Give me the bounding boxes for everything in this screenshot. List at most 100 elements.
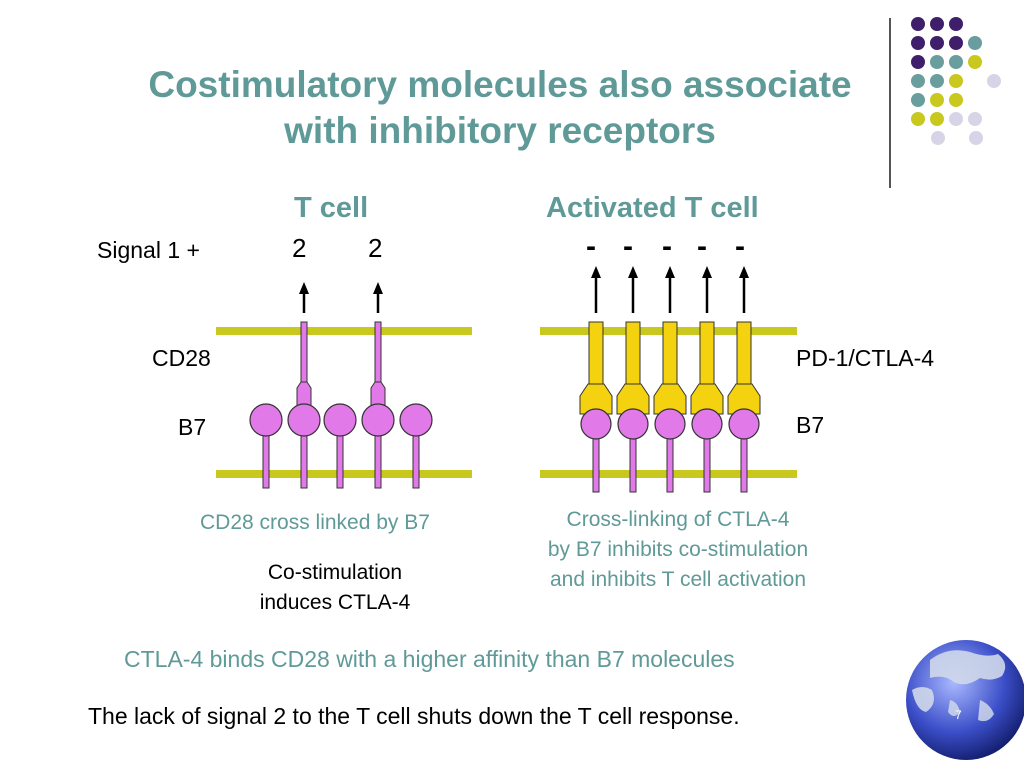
cd28-stalk: [374, 321, 382, 385]
decorative-dot: [968, 55, 982, 69]
decorative-dot: [949, 36, 963, 50]
b7-stalk: [629, 431, 637, 493]
arrow-head: [299, 282, 309, 294]
decorative-dot: [930, 55, 944, 69]
signal-arrow: [739, 266, 749, 313]
decorative-dot: [911, 55, 925, 69]
decorative-dot: [930, 93, 944, 107]
signal-arrow: [665, 266, 675, 313]
decorative-dot: [930, 112, 944, 126]
decorative-dot: [987, 74, 1001, 88]
b7-stalk: [262, 429, 270, 489]
slide-number: 7: [955, 708, 962, 722]
signal-label: Signal 1 +: [97, 237, 200, 263]
signal-arrow: [591, 266, 601, 313]
ctla4-receptor: [579, 321, 613, 415]
signal-arrow: [628, 266, 638, 313]
cd28-label: CD28: [152, 345, 211, 371]
decorative-dot: [911, 74, 925, 88]
decorative-dot: [911, 112, 925, 126]
left-heading: T cell: [294, 192, 369, 224]
decorative-dot: [949, 17, 963, 31]
arrow-head: [702, 266, 712, 278]
b7-stalk: [666, 431, 674, 493]
arrow-head: [591, 266, 601, 278]
b7-ligand: [361, 403, 395, 437]
decorative-dot: [949, 74, 963, 88]
cd28-receptor: [296, 321, 312, 407]
ctla4-head: [653, 383, 687, 415]
cd28-head: [296, 381, 312, 407]
decorative-dot: [930, 17, 944, 31]
decorative-dot: [968, 112, 982, 126]
ctla4-stalk: [588, 321, 604, 387]
affinity-note: CTLA-4 binds CD28 with a higher affinity…: [124, 646, 735, 672]
right-caption: Cross-linking of CTLA-4 by B7 inhibits c…: [508, 505, 848, 595]
cd28-head: [370, 381, 386, 407]
b7-stalk: [374, 429, 382, 489]
b7-stalk: [740, 431, 748, 493]
b7-stalk: [412, 429, 420, 489]
ctla4-stalk: [699, 321, 715, 387]
arrow-head: [739, 266, 749, 278]
ctla4-head: [579, 383, 613, 415]
arrow-head: [373, 282, 383, 294]
signal-arrow: [373, 282, 383, 313]
left-bottom-membrane: [216, 470, 472, 478]
slide-title: Costimulatory molecules also associate w…: [60, 62, 940, 154]
b7-stalk: [592, 431, 600, 493]
globe-icon: [906, 640, 1024, 760]
receptor-diagram: [216, 266, 797, 493]
b7-stalk: [300, 429, 308, 489]
right-caption-line-2: by B7 inhibits co-stimulation: [547, 538, 809, 561]
decorative-dot: [949, 112, 963, 126]
left-note-line-1: Co-stimulation: [267, 561, 403, 584]
ctla4-stalk: [625, 321, 641, 387]
cd28-stalk: [300, 321, 308, 385]
ctla4-receptor: [690, 321, 724, 415]
left-note: Co-stimulation induces CTLA-4: [220, 558, 450, 618]
decorative-dot: [969, 131, 983, 145]
decorative-dot-grid: [911, 17, 1001, 145]
neg-signal-4: -: [697, 230, 707, 263]
b7-ligand: [287, 403, 321, 437]
ctla4-receptor: [616, 321, 650, 415]
decorative-dot: [911, 36, 925, 50]
arrow-head: [628, 266, 638, 278]
decorative-dot: [911, 93, 925, 107]
signal-value-2: 2: [368, 233, 383, 263]
decorative-dot: [930, 36, 944, 50]
ctla4-head: [616, 383, 650, 415]
decorative-dot: [949, 93, 963, 107]
right-caption-line-1: Cross-linking of CTLA-4: [566, 508, 790, 531]
ctla4-stalk: [736, 321, 752, 387]
b7-ligand: [654, 408, 686, 440]
ctla4-receptor: [727, 321, 761, 415]
left-caption: CD28 cross linked by B7: [200, 511, 430, 534]
neg-signal-5: -: [735, 230, 745, 263]
b7-ligand: [617, 408, 649, 440]
b7-ligand: [249, 403, 283, 437]
decorative-dot: [968, 36, 982, 50]
b7-stalk: [703, 431, 711, 493]
b7-ligand: [399, 403, 433, 437]
decorative-dot: [931, 131, 945, 145]
right-b7-label: B7: [796, 412, 825, 438]
b7-stalk: [336, 429, 344, 489]
left-b7-label: B7: [178, 414, 207, 440]
title-line-2: with inhibitory receptors: [284, 110, 716, 151]
decorative-dot: [949, 55, 963, 69]
conclusion-text: The lack of signal 2 to the T cell shuts…: [88, 703, 740, 729]
arrow-head: [665, 266, 675, 278]
signal-value-1: 2: [292, 233, 307, 263]
signal-arrow: [299, 282, 309, 313]
ctla4-stalk: [662, 321, 678, 387]
neg-signal-2: -: [623, 230, 633, 263]
cd28-receptor: [370, 321, 386, 407]
b7-ligand: [691, 408, 723, 440]
b7-ligand: [580, 408, 612, 440]
left-top-membrane: [216, 327, 472, 335]
ctla4-label: PD-1/CTLA-4: [796, 345, 935, 371]
right-heading: Activated T cell: [546, 192, 759, 224]
